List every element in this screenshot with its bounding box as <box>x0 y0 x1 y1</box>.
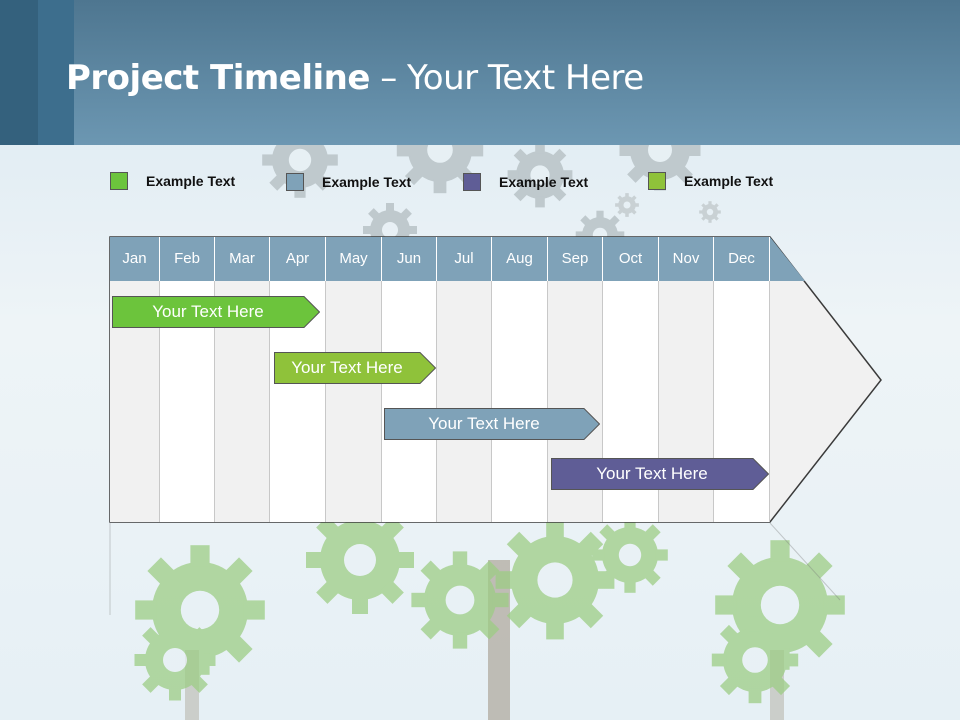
month-header-jun: Jun <box>382 237 437 281</box>
month-column-aug <box>492 281 548 522</box>
month-column-may <box>326 281 382 522</box>
legend-label: Example Text <box>684 173 774 189</box>
legend-swatch-lime <box>648 172 666 190</box>
month-header-dec: Dec <box>714 237 770 281</box>
slide-title-bold: Project Timeline <box>66 58 370 98</box>
month-header-oct: Oct <box>603 237 659 281</box>
legend-label: Example Text <box>499 174 589 190</box>
month-header-may: May <box>326 237 382 281</box>
legend-item-3: Example Text <box>463 171 588 193</box>
slide-title: Project Timeline – Your Text Here <box>66 58 644 98</box>
legend-item-1: Example Text <box>110 170 235 192</box>
task-bar-3[interactable]: Your Text Here <box>384 408 600 440</box>
slide-title-rest: – Your Text Here <box>369 58 644 98</box>
month-header-jan: Jan <box>110 237 160 281</box>
header-accent-bar <box>0 0 38 145</box>
task-bar-1[interactable]: Your Text Here <box>112 296 320 328</box>
legend-swatch-green <box>110 172 128 190</box>
slide-header: Project Timeline – Your Text Here <box>0 0 960 145</box>
task-bar-label: Your Text Here <box>152 302 264 321</box>
task-arrow-shape <box>551 458 769 490</box>
task-arrow-shape <box>112 296 320 328</box>
header-accent-bar-secondary <box>38 0 74 145</box>
task-arrow-shape <box>384 408 600 440</box>
month-header-apr: Apr <box>270 237 326 281</box>
legend-swatch-purple <box>463 173 481 191</box>
month-header-jul: Jul <box>437 237 492 281</box>
legend-label: Example Text <box>322 174 412 190</box>
month-header-feb: Feb <box>160 237 215 281</box>
task-bar-2[interactable]: Your Text Here <box>274 352 436 384</box>
month-header-aug: Aug <box>492 237 548 281</box>
month-header-sep: Sep <box>548 237 603 281</box>
legend-item-2: Example Text <box>286 171 411 193</box>
legend-swatch-blue <box>286 173 304 191</box>
task-bar-label: Your Text Here <box>596 464 708 483</box>
month-column-jun <box>382 281 437 522</box>
task-bar-label: Your Text Here <box>428 414 540 433</box>
task-bar-label: Your Text Here <box>291 358 403 377</box>
month-column-jul <box>437 281 492 522</box>
task-arrow-shape <box>274 352 436 384</box>
legend-item-4: Example Text <box>648 170 773 192</box>
month-header-nov: Nov <box>659 237 714 281</box>
month-header-mar: Mar <box>215 237 270 281</box>
legend-label: Example Text <box>146 173 236 189</box>
task-bar-4[interactable]: Your Text Here <box>551 458 769 490</box>
